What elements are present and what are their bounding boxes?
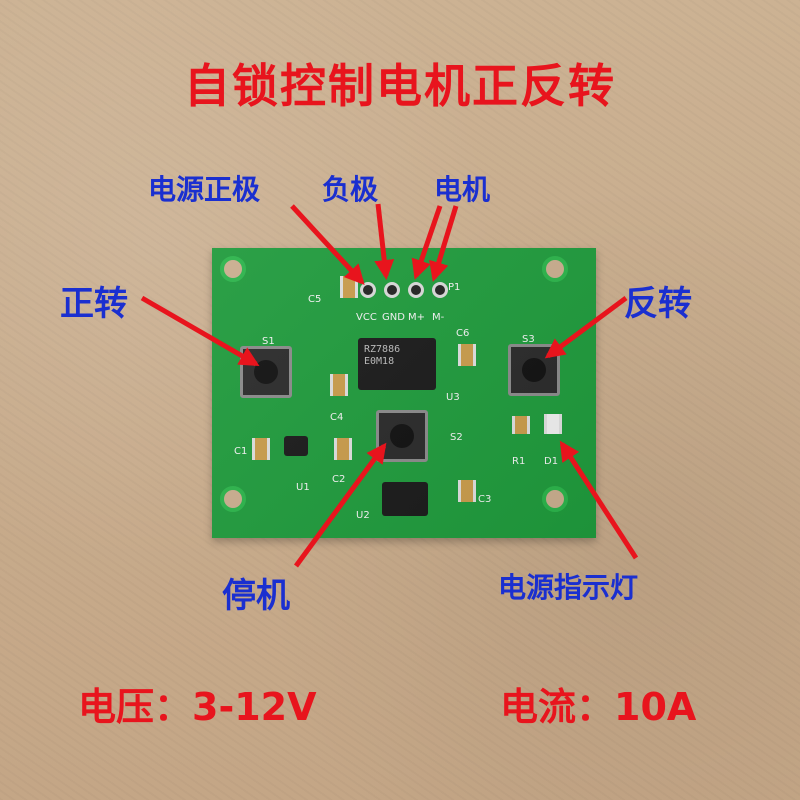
- arrow-reverse: [544, 295, 628, 359]
- label-power-positive: 电源正极: [148, 173, 261, 206]
- arrow-negative: [374, 203, 395, 280]
- label-power-indicator: 电源指示灯: [498, 571, 639, 604]
- page-title: 自锁控制电机正反转: [184, 59, 616, 113]
- silk-label: S2: [450, 432, 463, 443]
- arrow-stop: [293, 442, 387, 568]
- silk-label: U2: [356, 510, 370, 521]
- pin-label: M+: [408, 312, 426, 323]
- mount-hole: [542, 486, 568, 512]
- silk-label: U3: [446, 392, 460, 403]
- pin-gnd: [384, 282, 400, 298]
- silk-label: C1: [234, 446, 248, 457]
- pin-vcc: [360, 282, 376, 298]
- mount-hole: [220, 256, 246, 282]
- arrow-forward: [140, 295, 260, 367]
- silk-label: D1: [544, 456, 559, 467]
- arrow-power-positive: [290, 204, 365, 285]
- capacitor: [458, 480, 476, 502]
- arrow-led: [559, 440, 639, 560]
- pin-label: M-: [432, 312, 445, 323]
- motor-driver-ic: RZ7886 E0M18: [358, 338, 436, 390]
- regulator: [284, 436, 308, 456]
- capacitor: [334, 438, 352, 460]
- silk-label: C2: [332, 474, 346, 485]
- pin-m-minus: [432, 282, 448, 298]
- label-reverse: 反转: [624, 284, 692, 324]
- silk-label: C4: [330, 412, 344, 423]
- label-forward: 正转: [60, 284, 128, 324]
- led: [544, 414, 562, 434]
- label-motor: 电机: [434, 173, 491, 206]
- silk-label: C3: [478, 494, 492, 505]
- arrow-motor-1: [411, 205, 443, 280]
- silk-label: R1: [512, 456, 526, 467]
- silk-label: S3: [522, 334, 535, 345]
- pcb-board: VCC GND M+ M- P1 RZ7886 E0M18 U3 S1 S3 S…: [212, 248, 596, 538]
- spec-current: 电流：10A: [500, 685, 697, 729]
- silk-label: S1: [262, 336, 275, 347]
- connector-label: P1: [448, 282, 461, 293]
- pin-m-plus: [408, 282, 424, 298]
- silk-label: C5: [308, 294, 322, 305]
- capacitor: [252, 438, 270, 460]
- silk-label: C6: [456, 328, 470, 339]
- pin-label: VCC: [356, 312, 377, 323]
- capacitor: [330, 374, 348, 396]
- silk-label: U1: [296, 482, 310, 493]
- arrow-motor-2: [429, 205, 459, 282]
- mount-hole: [220, 486, 246, 512]
- ic-marking: RZ7886 E0M18: [364, 344, 401, 367]
- mount-hole: [542, 256, 568, 282]
- spec-voltage: 电压：3-12V: [78, 685, 317, 729]
- label-stop: 停机: [222, 576, 290, 616]
- small-ic: [382, 482, 428, 516]
- resistor: [512, 416, 530, 434]
- pin-label: GND: [382, 312, 405, 323]
- label-negative: 负极: [322, 173, 379, 206]
- capacitor: [458, 344, 476, 366]
